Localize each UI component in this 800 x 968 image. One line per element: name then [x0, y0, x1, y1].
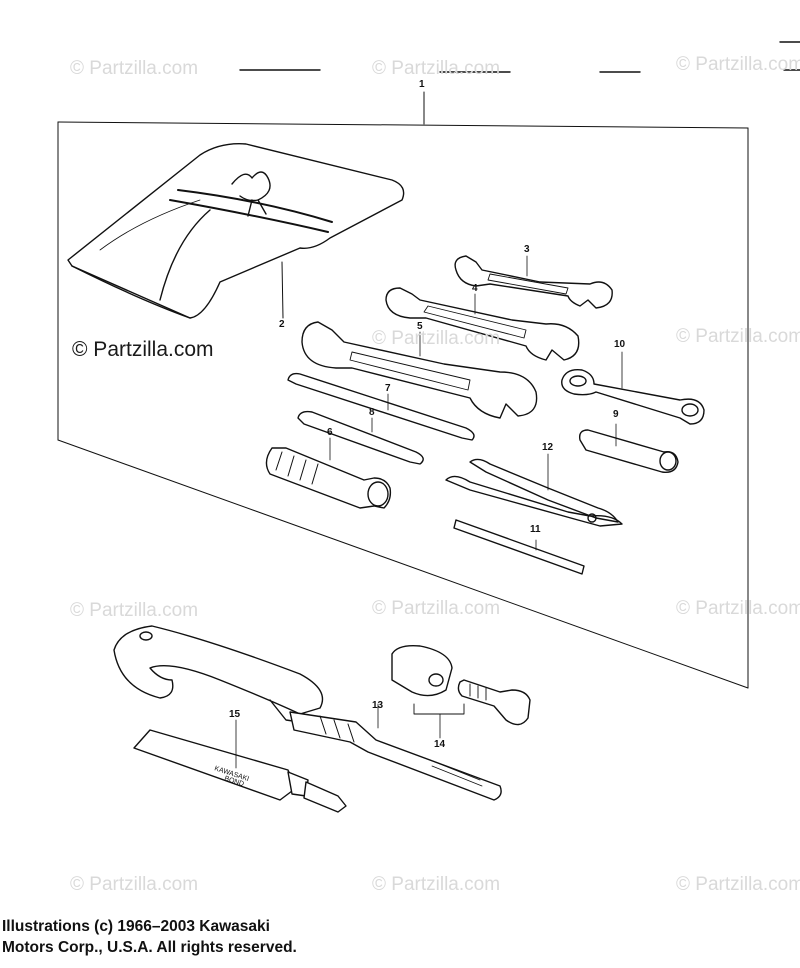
callout-1: 1 — [419, 79, 425, 90]
watermark: © Partzilla.com — [372, 328, 501, 349]
callout-8: 8 — [369, 407, 375, 418]
screwdriver-bar-8 — [297, 410, 424, 465]
copyright-line-2: Motors Corp., U.S.A. All rights reserved… — [2, 939, 297, 956]
brand-label: © Partzilla.com — [72, 338, 214, 361]
rod-11 — [453, 519, 585, 575]
wrench-3 — [454, 255, 613, 309]
screwdriver-handle-6 — [265, 437, 392, 509]
box-spanner-9 — [578, 423, 679, 473]
wrench-4 — [385, 287, 580, 361]
callout-4: 4 — [472, 283, 478, 294]
copyright-notice: Illustrations (c) 1966–2003 Kawasaki Mot… — [2, 916, 297, 958]
watermark: © Partzilla.com — [70, 58, 199, 79]
pliers-12 — [445, 453, 623, 527]
puller-13 — [113, 625, 502, 801]
watermark: © Partzilla.com — [676, 874, 800, 895]
callout-9: 9 — [613, 409, 619, 420]
callout-13: 13 — [372, 700, 384, 711]
callout-15: 15 — [229, 709, 241, 720]
ring-wrench-10 — [561, 351, 705, 425]
watermark: © Partzilla.com — [372, 874, 501, 895]
wrench-5 — [301, 321, 538, 419]
callout-3: 3 — [524, 244, 530, 255]
copyright-line-1: Illustrations (c) 1966–2003 Kawasaki — [2, 918, 270, 935]
callout-5: 5 — [417, 321, 423, 332]
callout-11: 11 — [530, 524, 541, 535]
watermark: © Partzilla.com — [372, 58, 501, 79]
callout-2: 2 — [279, 319, 285, 330]
watermark: © Partzilla.com — [70, 600, 199, 621]
bond-tube-15 — [133, 719, 347, 813]
callout-7: 7 — [385, 383, 391, 394]
watermark: © Partzilla.com — [70, 874, 199, 895]
screwdriver-bar-7 — [287, 372, 475, 441]
watermark: © Partzilla.com — [676, 54, 800, 75]
watermark: © Partzilla.com — [676, 326, 800, 347]
tool-bag — [67, 143, 405, 319]
callout-14: 14 — [434, 739, 446, 750]
callout-10: 10 — [614, 339, 626, 350]
callout-6: 6 — [327, 427, 333, 438]
watermark: © Partzilla.com — [676, 598, 800, 619]
watermark: © Partzilla.com — [372, 598, 501, 619]
callout-12: 12 — [542, 442, 554, 453]
collar-bolt-14 — [391, 644, 531, 739]
tool-kit-boundary — [57, 91, 749, 689]
